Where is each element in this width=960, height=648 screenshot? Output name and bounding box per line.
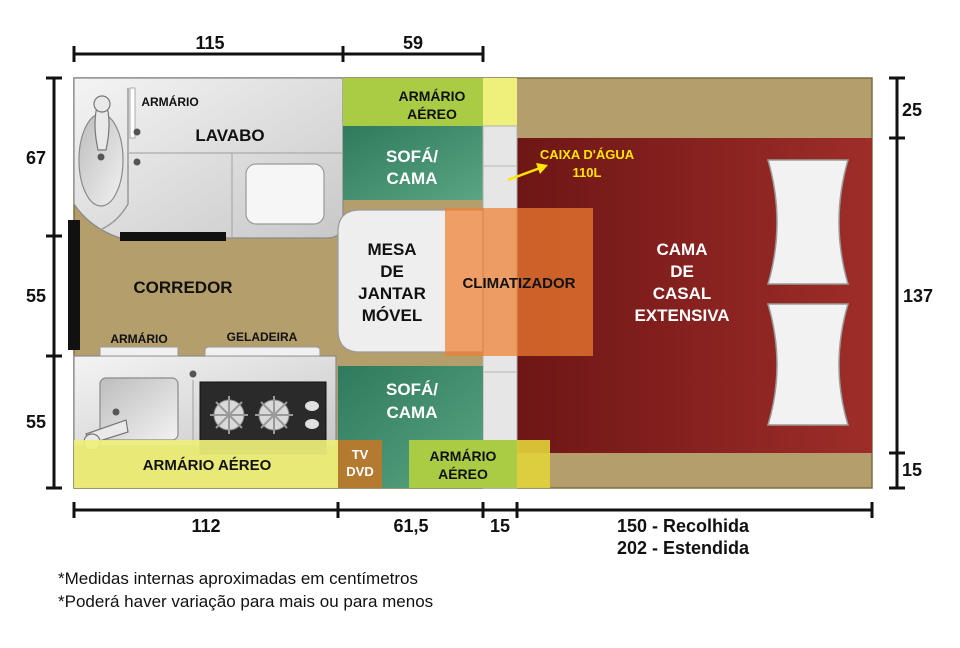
stove-knob-icon [305, 401, 319, 411]
yellow-column-top [483, 78, 517, 126]
label-mesa-1: MESA [367, 240, 416, 259]
burner-icon [255, 396, 293, 434]
sink-drain-icon [112, 408, 120, 416]
label-armario-aereo-bottom-right-2: AÉREO [438, 466, 488, 482]
armario-aereo-bottom-left [74, 440, 338, 488]
dim-top-2: 59 [403, 33, 423, 53]
label-dvd: DVD [346, 464, 373, 479]
label-mesa-4: MÓVEL [362, 306, 422, 325]
label-armario-aereo-top-2: AÉREO [407, 106, 457, 122]
dim-bottom-4: 150 - Recolhida [617, 516, 750, 536]
dim-bottom-1: 112 [191, 516, 220, 536]
dimension-lines [46, 46, 905, 518]
dim-bottom-3: 15 [490, 516, 510, 536]
label-sofa-bottom-2: CAMA [387, 403, 438, 422]
left-wall-bar [68, 220, 80, 350]
pillow-bottom [766, 303, 850, 426]
tv-dvd-box [338, 440, 382, 488]
lavabo-divider [99, 88, 129, 231]
label-mesa-3: JANTAR [358, 284, 426, 303]
label-sofa-bottom-1: SOFÁ/ [386, 380, 438, 399]
knob-icon [133, 158, 141, 166]
dim-left-1: 67 [26, 148, 46, 168]
label-armario-corredor: ARMÁRIO [110, 331, 167, 346]
label-mesa-2: DE [380, 262, 404, 281]
label-sofa-top-1: SOFÁ/ [386, 147, 438, 166]
label-caixa-dagua-2: 110L [573, 165, 602, 180]
faucet-knob-icon [93, 95, 111, 113]
armario-aereo-bottom-right [409, 440, 517, 488]
burner-icon [210, 396, 248, 434]
pillow-top [767, 159, 849, 285]
label-cama-2: DE [670, 262, 694, 281]
label-armario-aereo-bottom-right-1: ARMÁRIO [430, 448, 497, 464]
stove-knob-icon [305, 419, 319, 429]
armario-corredor-shelf [99, 346, 179, 357]
yellow-block-bottom [517, 440, 550, 488]
dim-right-1: 25 [902, 100, 922, 120]
label-armario-lavabo: ARMÁRIO [141, 94, 198, 109]
note-measures: *Medidas internas aproximadas em centíme… [58, 569, 418, 588]
caixa-dagua-arrow [507, 166, 541, 182]
knob-icon [133, 128, 141, 136]
armario-lavabo-panel [129, 87, 136, 139]
label-climatizador: CLIMATIZADOR [462, 275, 575, 292]
armario-aereo-top [343, 78, 483, 126]
dim-left-3: 55 [26, 412, 46, 432]
lavabo-counter [245, 163, 325, 225]
label-geladeira: GELADEIRA [227, 330, 298, 344]
dim-bottom-5: 202 - Estendida [617, 538, 750, 558]
label-lavabo: LAVABO [195, 126, 264, 145]
label-tv: TV [352, 447, 369, 462]
dim-left-2: 55 [26, 286, 46, 306]
note-variation: *Poderá haver variação para mais ou para… [58, 592, 434, 611]
label-cama-1: CAMA [657, 240, 708, 259]
lavabo-bottom-bar [120, 232, 226, 241]
knob-icon [189, 370, 197, 378]
label-sofa-top-2: CAMA [387, 169, 438, 188]
label-caixa-dagua-1: CAIXA D'ÁGUA [540, 147, 635, 162]
arrow-head-icon [536, 163, 548, 174]
sofa-cama-top [343, 126, 483, 200]
dim-bottom-2: 61,5 [393, 516, 428, 536]
label-corredor: CORREDOR [133, 278, 232, 297]
dim-top-1: 115 [195, 33, 224, 53]
label-armario-aereo-top-1: ARMÁRIO [399, 88, 466, 104]
label-cama-3: CASAL [653, 284, 712, 303]
sink-drain-icon [97, 153, 105, 161]
geladeira-top [204, 346, 321, 357]
dim-right-2: 137 [903, 286, 933, 306]
climatizador [445, 208, 593, 356]
faucet-icon [94, 102, 110, 151]
dim-right-3: 15 [902, 460, 922, 480]
label-cama-4: EXTENSIVA [634, 306, 729, 325]
label-armario-aereo-bottom-left: ARMÁRIO AÉREO [143, 457, 272, 474]
